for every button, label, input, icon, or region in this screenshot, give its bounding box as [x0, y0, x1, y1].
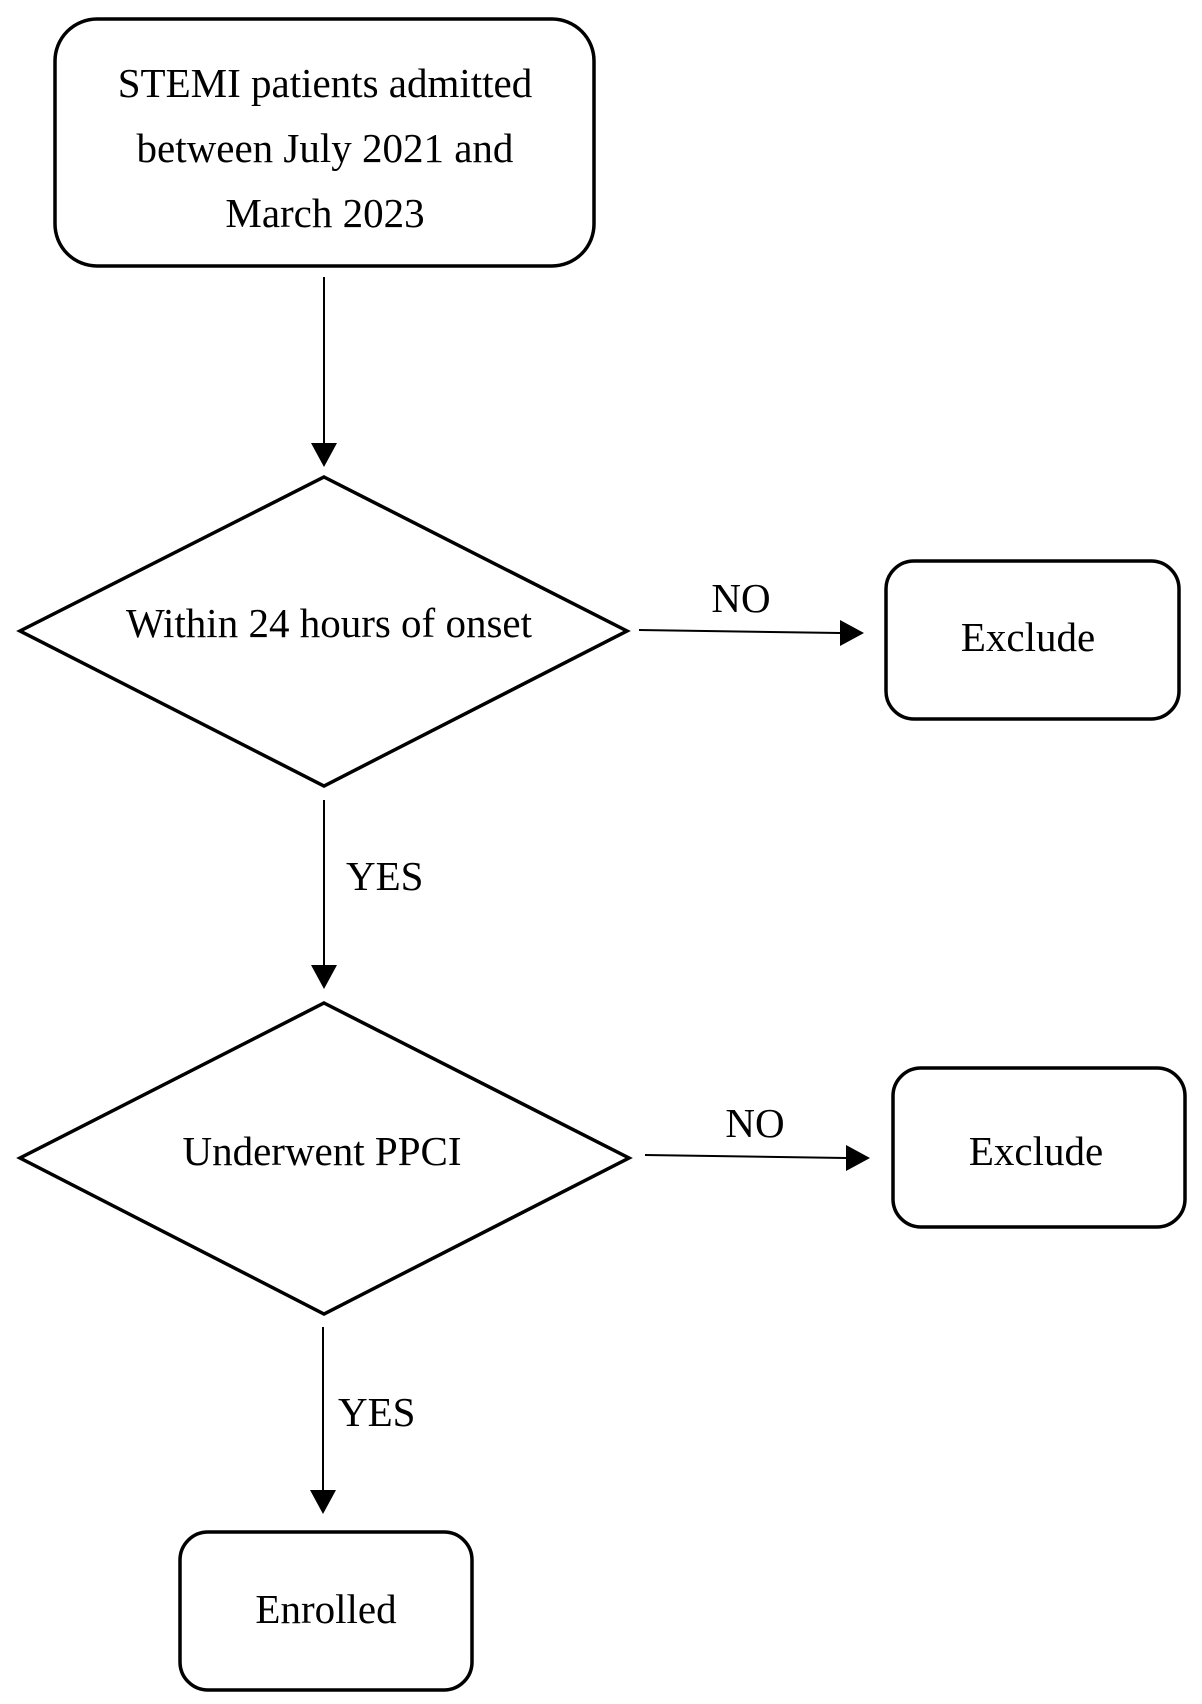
decision-1-label: Within 24 hours of onset [126, 600, 533, 646]
decision-2-node: Underwent PPCI [16, 1001, 633, 1316]
enrolled-node: Enrolled [178, 1530, 474, 1692]
decision-2-yes-branch: YES [310, 1327, 415, 1514]
exclude-box-1-label: Exclude [961, 614, 1095, 660]
arrow-start-to-decision-1 [311, 277, 337, 467]
exclude-box-2 [891, 1066, 1187, 1229]
decision-1-no-label: NO [711, 575, 770, 621]
start-box-line-2: between July 2021 and [137, 125, 514, 171]
arrowhead [840, 620, 864, 646]
decision-2-no-label: NO [725, 1100, 784, 1146]
decision-2-no-branch: NO [644, 1100, 870, 1171]
arrowhead [310, 1490, 336, 1514]
decision-1-no-branch: NO [638, 575, 864, 646]
arrowhead [311, 965, 337, 989]
decision-1-node: Within 24 hours of onset [16, 475, 631, 788]
decision-1-yes-label: YES [346, 853, 423, 899]
decision-2-label: Underwent PPCI [182, 1128, 461, 1174]
arrowhead [311, 443, 337, 467]
exclude-box-2-label: Exclude [969, 1128, 1103, 1174]
arrowhead [846, 1145, 870, 1171]
decision-2-yes-label: YES [338, 1389, 415, 1435]
exclude-node-2: Exclude [891, 1066, 1187, 1229]
exclude-node-1: Exclude [884, 559, 1181, 721]
start-node: STEMI patients admitted between July 202… [53, 17, 596, 268]
start-box-line-3: March 2023 [225, 190, 424, 236]
enrolled-box-label: Enrolled [255, 1586, 396, 1632]
decision-2-diamond [16, 1001, 633, 1316]
decision-1-yes-branch: YES [311, 800, 423, 989]
enrolled-box [178, 1530, 474, 1692]
start-box [53, 17, 596, 268]
start-box-line-1: STEMI patients admitted [118, 60, 532, 106]
exclude-box-1 [884, 559, 1181, 721]
decision-1-diamond [16, 475, 631, 788]
